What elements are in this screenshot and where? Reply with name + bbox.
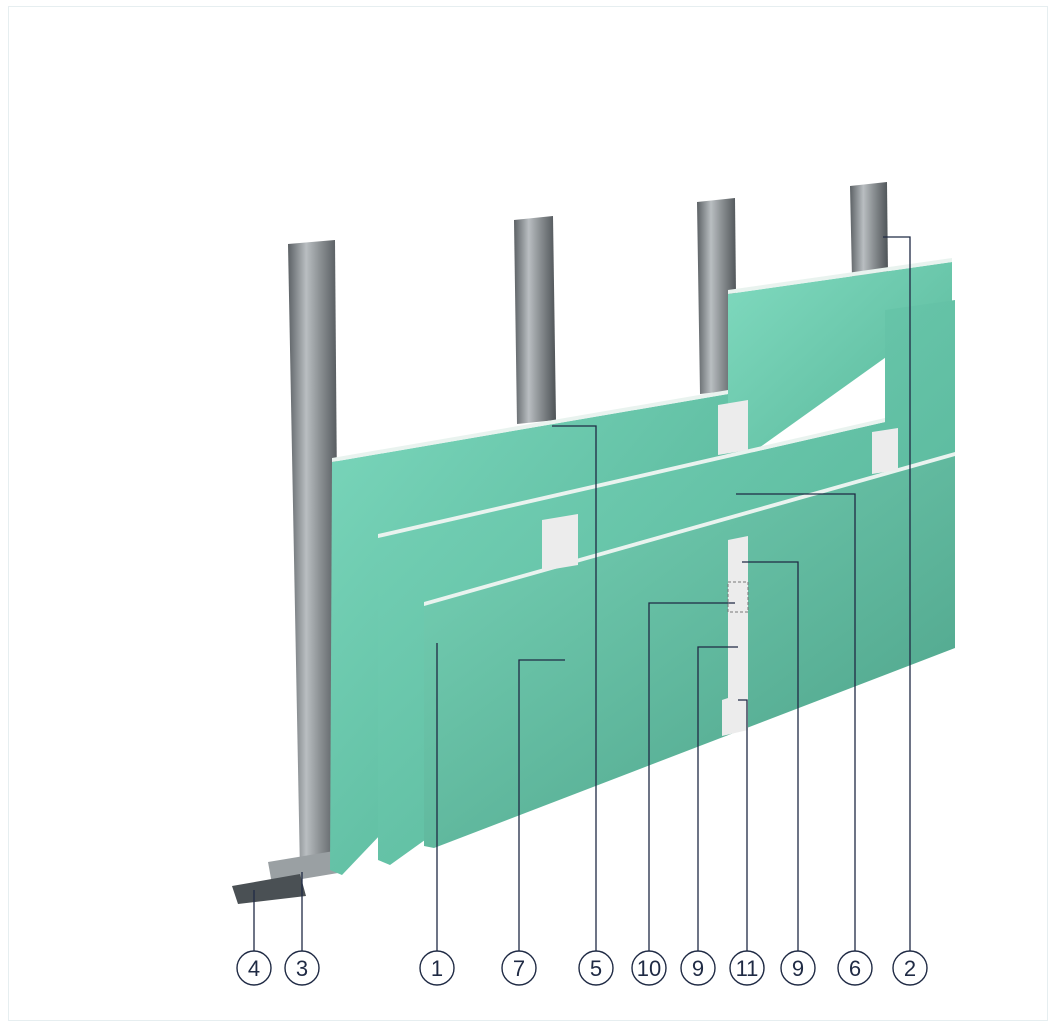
callout-circle — [729, 950, 765, 986]
floor-track-channel — [268, 850, 344, 884]
leader-11 — [738, 699, 748, 955]
callout-circle — [680, 950, 716, 986]
leader-6 — [736, 493, 856, 955]
board-outer — [424, 456, 955, 848]
callout-label: 10 — [637, 956, 661, 981]
joint-mesh — [727, 581, 749, 613]
callout-label: 3 — [296, 956, 308, 981]
callout-label: 1 — [431, 956, 443, 981]
floor-track — [232, 850, 344, 904]
callout-9: 9 — [780, 950, 816, 986]
joint-tape-3 — [872, 428, 898, 474]
callout-label: 6 — [849, 956, 861, 981]
callout-6: 10 — [631, 950, 667, 986]
callout-label: 9 — [692, 956, 704, 981]
leader-5 — [552, 425, 597, 955]
callout-label: 4 — [248, 956, 260, 981]
callout-4: 7 — [501, 950, 537, 986]
floor-sealing-strip — [232, 874, 306, 904]
callout-label: 5 — [590, 956, 602, 981]
callout-label: 7 — [513, 956, 525, 981]
joint-tapes — [542, 400, 898, 736]
callout-7: 9 — [680, 950, 716, 986]
leader-2 — [883, 236, 911, 955]
stud-1 — [288, 240, 340, 872]
stud-3 — [697, 198, 737, 394]
callout-circle — [780, 950, 816, 986]
callout-circle — [284, 950, 320, 986]
leader-9a — [697, 646, 738, 955]
callout-circle — [236, 950, 272, 986]
board-inner-top-edge — [332, 390, 728, 462]
joint-tape-2 — [718, 400, 748, 455]
callout-8: 11 — [729, 950, 765, 986]
callout-circle — [501, 950, 537, 986]
callouts: 4 3 1 7 5 10 9 11 9 6 2 — [236, 950, 928, 986]
callout-circle — [631, 950, 667, 986]
callout-11: 2 — [892, 950, 928, 986]
joint-tape-1 — [542, 514, 578, 571]
callout-2: 3 — [284, 950, 320, 986]
callout-10: 6 — [837, 950, 873, 986]
callout-5: 5 — [578, 950, 614, 986]
callout-circle — [837, 950, 873, 986]
stud-4 — [850, 182, 888, 278]
leader-7 — [518, 659, 565, 955]
leader-9b — [742, 561, 799, 955]
board-inner-right-top-edge — [728, 258, 952, 294]
leader-10 — [648, 602, 735, 955]
callout-1: 4 — [236, 950, 272, 986]
board-middle-edge — [378, 418, 885, 538]
callout-circle — [419, 950, 455, 986]
callout-label: 2 — [904, 956, 916, 981]
callout-circle — [892, 950, 928, 986]
callout-label: 9 — [792, 956, 804, 981]
callout-circle — [578, 950, 614, 986]
studs — [288, 182, 888, 872]
stud-2 — [514, 216, 556, 424]
callout-label: 11 — [736, 956, 759, 981]
leader-lines — [253, 236, 911, 955]
callout-3: 1 — [419, 950, 455, 986]
